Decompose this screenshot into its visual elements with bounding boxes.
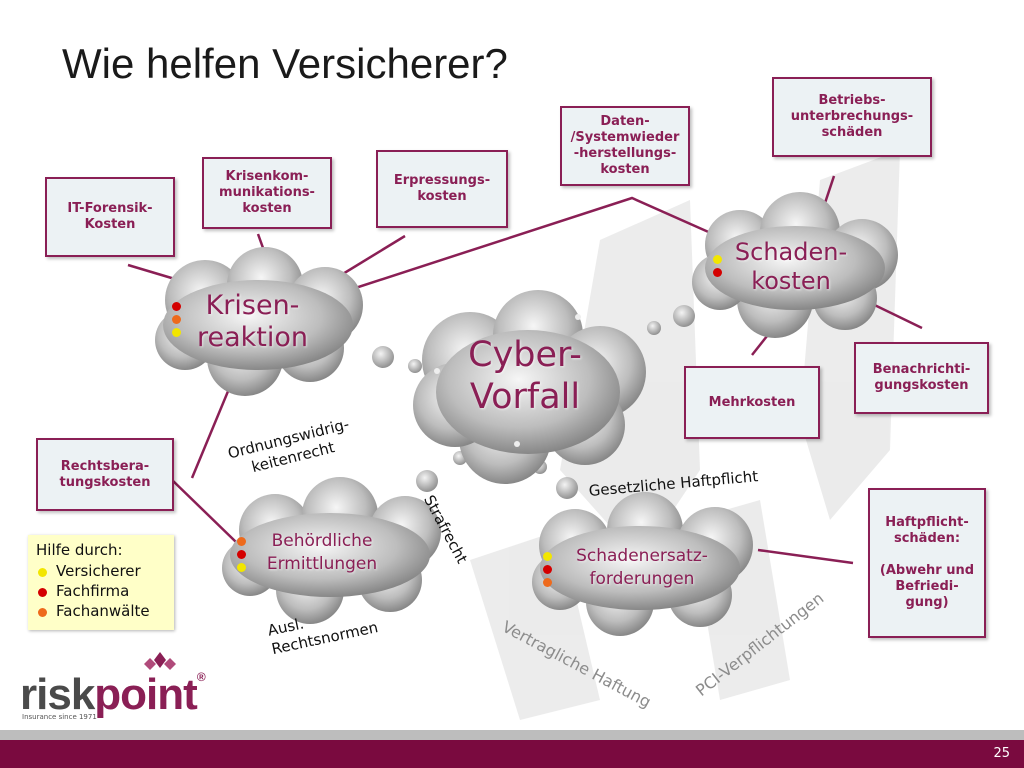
cloud-schadenersatz-label: Schadenersatz- forderungen — [576, 546, 708, 589]
legend-item-versicherer: Versicherer — [56, 562, 141, 580]
logo: riskpoint® — [20, 670, 206, 720]
box-betriebsunterbrechung: Betriebs- unterbrechungs- schäden — [772, 77, 932, 157]
krisen-dot-yellow — [172, 328, 181, 337]
box-rechtsberatung: Rechtsbera- tungskosten — [36, 438, 174, 511]
schaden-dot-yellow — [713, 255, 722, 264]
cloud-behoerde-label: Behördliche Ermittlungen — [266, 531, 378, 574]
logo-mark-icon — [144, 652, 176, 670]
box-erpressung: Erpressungs- kosten — [376, 150, 508, 228]
footer-divider — [0, 730, 1024, 740]
box-krisenkommunikation: Krisenkom- munikations- kosten — [202, 157, 332, 229]
legend-item-fachfirma: Fachfirma — [56, 582, 130, 600]
cloud-center — [413, 290, 646, 484]
box-datenwiederherstellung: Daten- /Systemwieder -herstellungs- kost… — [560, 106, 690, 186]
legend-title: Hilfe durch: — [36, 541, 123, 559]
cloud-center-label: Cyber- Vorfall — [468, 335, 582, 417]
schadenersatz-dot-yellow — [543, 552, 552, 561]
box-haftpflicht: Haftpflicht- schäden: (Abwehr und Befrie… — [868, 488, 986, 638]
cloud-krisen-label: Krisen- reaktion — [196, 290, 309, 353]
page-number: 25 — [993, 746, 1010, 761]
legend-item-fachanwaelte: Fachanwälte — [56, 602, 150, 620]
cloud-krisen — [155, 247, 363, 396]
connector-haftpflicht — [757, 548, 854, 565]
box-mehrkosten: Mehrkosten — [684, 366, 820, 439]
schaden-dot-red — [713, 268, 722, 277]
connector-lines — [127, 175, 923, 565]
schadenersatz-dot-red — [543, 565, 552, 574]
footer-bar — [0, 740, 1024, 768]
behoerde-dot-orange — [237, 537, 246, 546]
logo-risk: risk — [20, 670, 95, 719]
box-it-forensik: IT-Forensik- Kosten — [45, 177, 175, 257]
logo-point: point — [94, 670, 198, 719]
krisen-dot-orange — [172, 315, 181, 324]
legend: Hilfe durch: Versicherer Fachfirma Facha… — [28, 535, 174, 630]
cloud-behoerde — [222, 477, 441, 624]
behoerde-dot-yellow — [237, 563, 246, 572]
cloud-schaden — [692, 192, 898, 338]
logo-registered: ® — [196, 670, 206, 684]
connector-daten — [339, 196, 723, 295]
cloud-center-dots — [434, 314, 581, 447]
schadenersatz-dot-orange — [543, 578, 552, 587]
legend-dot-orange — [38, 608, 47, 617]
connector-rechtsbera — [169, 477, 237, 543]
legend-dot-yellow — [38, 568, 47, 577]
legend-dot-red — [38, 588, 47, 597]
page-title: Wie helfen Versicherer? — [62, 40, 508, 87]
krisen-dot-red — [172, 302, 181, 311]
cloud-schadenersatz — [532, 492, 753, 636]
behoerde-dot-red — [237, 550, 246, 559]
logo-tagline: Insurance since 1971 — [22, 713, 97, 721]
cloud-schaden-label: Schaden- kosten — [734, 238, 848, 295]
box-benachrichtigung: Benachrichti- gungskosten — [854, 342, 989, 414]
